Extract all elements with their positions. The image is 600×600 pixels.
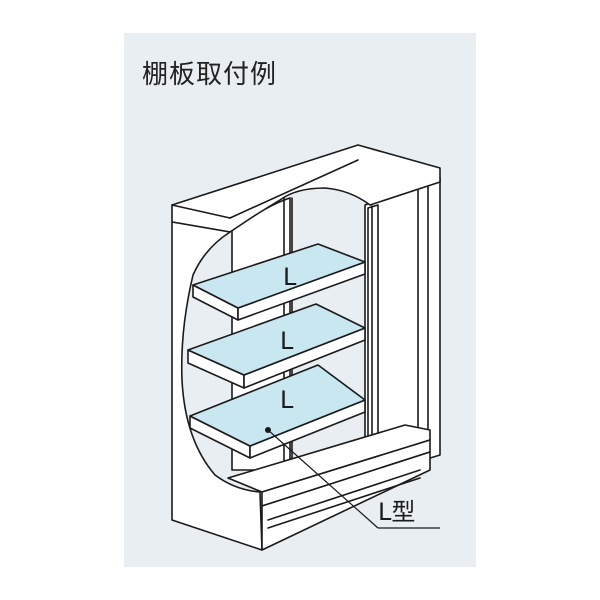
- shelf-top-3: L: [189, 364, 366, 459]
- page-title: 棚板取付例: [142, 60, 278, 90]
- cabinet-top: [171, 144, 441, 233]
- shelf-label-3: L: [280, 386, 294, 414]
- cabinet-left-panel: [171, 221, 263, 551]
- callout-leader: [265, 427, 440, 529]
- callout-label: L型: [378, 498, 415, 526]
- cabinet-bottom: [227, 424, 431, 551]
- shelf-top-2: L: [187, 303, 366, 389]
- shelf-top-1: L: [192, 243, 366, 321]
- shelf-label-2: L: [280, 327, 294, 355]
- shelf-label-1: L: [283, 263, 297, 291]
